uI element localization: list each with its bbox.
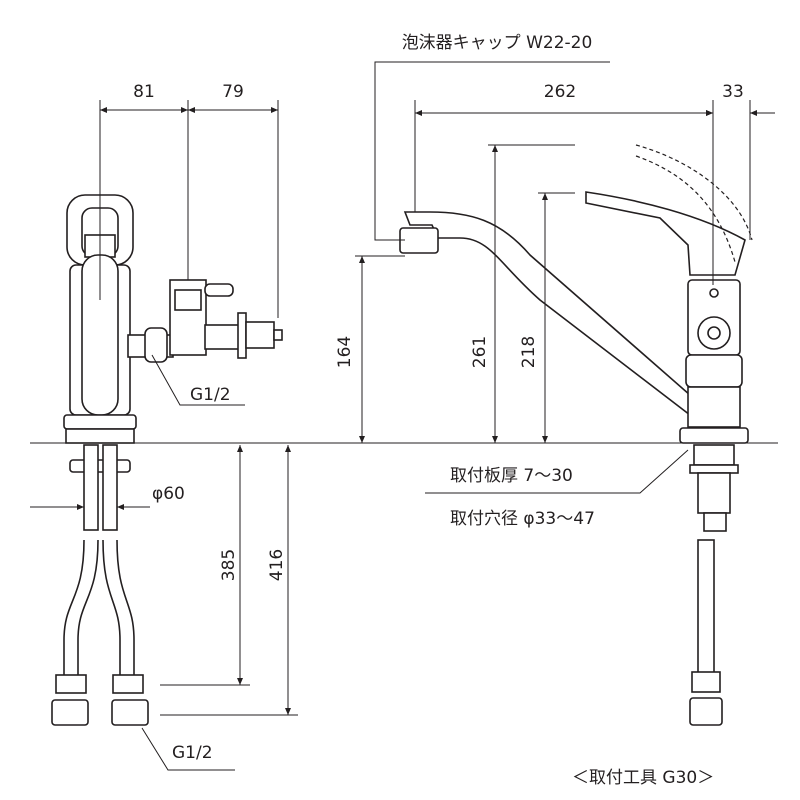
- mount-hole-label: 取付穴径 φ33～47: [450, 509, 595, 529]
- dim-261: 261: [470, 336, 490, 368]
- thread-label-hose: G1/2: [172, 743, 213, 763]
- aerator-cap-label: 泡沫器キャップ W22-20: [402, 33, 593, 53]
- dim-385: 385: [219, 549, 239, 581]
- right-dimensions: 泡沫器キャップ W22-20 262 33 164 261 218 取付板厚 7…: [335, 33, 775, 788]
- dim-33: 33: [722, 82, 744, 102]
- dim-164: 164: [335, 336, 355, 368]
- dim-262: 262: [544, 82, 576, 102]
- side-view-faucet: [51, 194, 283, 726]
- diameter-60: φ60: [152, 484, 185, 504]
- dim-416: 416: [267, 549, 287, 581]
- mount-thickness-label: 取付板厚 7～30: [450, 466, 573, 486]
- dim-81: 81: [133, 82, 155, 102]
- tool-label: ＜取付工具 G30＞: [572, 768, 714, 788]
- dim-218: 218: [519, 336, 539, 368]
- dim-79: 79: [222, 82, 244, 102]
- front-view-faucet: [399, 144, 753, 726]
- left-dimensions: 81 79 G1/2 φ60 385 416 G1/2: [30, 82, 298, 771]
- thread-label-valve: G1/2: [190, 385, 231, 405]
